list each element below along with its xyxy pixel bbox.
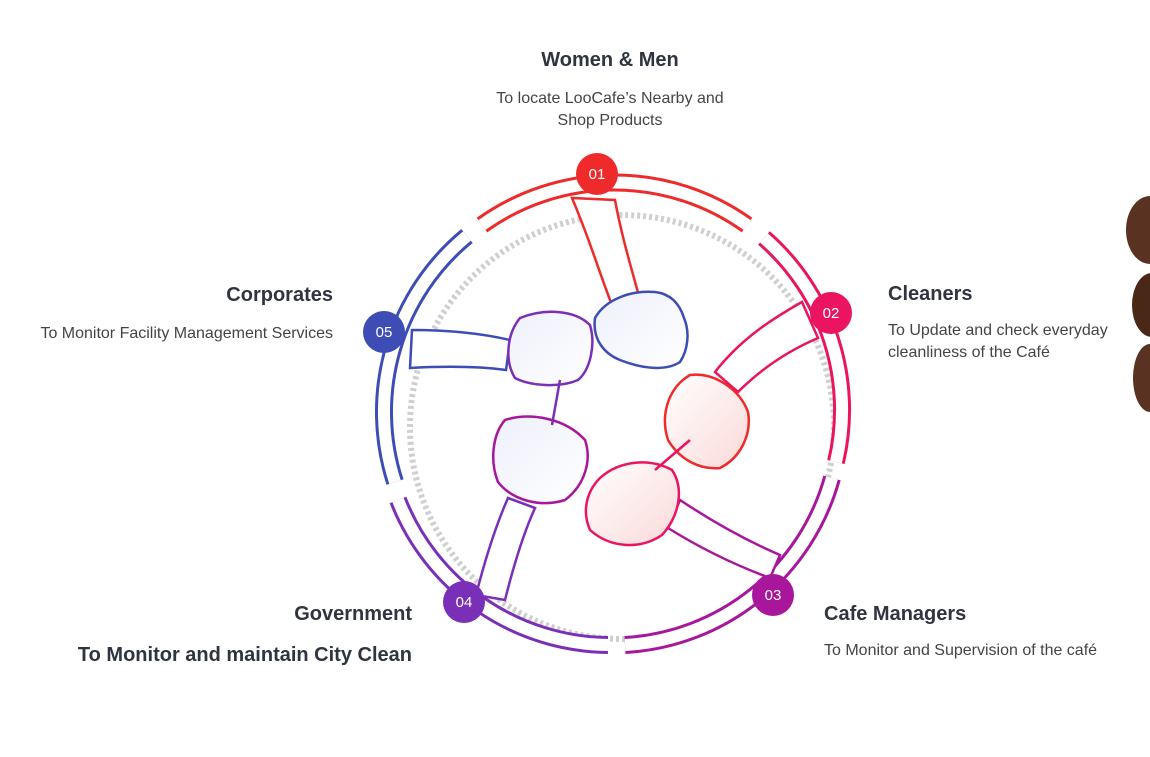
stakeholder-description: To Monitor and maintain City Clean [77,644,412,666]
stakeholder-description: To locate LooCafe’s Nearby and Shop Prod… [496,90,724,129]
fist-violet [492,415,589,505]
stakeholder-government: Government To Monitor and maintain City … [30,601,412,669]
badge-01: 01 [576,153,618,195]
stakeholder-title: Cafe Managers [824,603,967,625]
arm-03 [666,498,782,580]
stakeholder-cleaners: Cleaners To Update and check everyday cl… [888,281,1148,363]
badge-number-02: 02 [823,305,840,322]
badge-05: 05 [363,311,405,353]
arm-02 [713,300,820,394]
stakeholder-title: Government [294,603,412,625]
badge-02: 02 [810,292,852,334]
joined-fists [492,290,751,547]
stakeholder-title: Cleaners [888,283,973,305]
stakeholder-description: To Monitor and Supervision of the café [824,642,1098,659]
stakeholder-cafe-managers: Cafe Managers To Monitor and Supervision… [824,601,1114,662]
wrist-link-1 [550,379,562,426]
fist-pink [584,461,680,547]
stakeholder-corporates: Corporates To Monitor Facility Managemen… [0,282,333,345]
fist-blue [593,290,689,370]
badge-number-03: 03 [765,587,782,604]
wrist-link-2 [654,439,691,471]
badge-04: 04 [443,581,485,623]
arm-01 [570,196,642,307]
stakeholder-description: To Monitor Facility Management Services [40,325,333,342]
arm-04 [474,496,537,602]
badge-number-01: 01 [589,166,606,183]
arm-05 [408,328,512,372]
badge-number-05: 05 [376,324,393,341]
stakeholder-title: Women & Men [541,49,679,71]
stakeholder-description: To Update and check everyday cleanliness… [888,322,1108,361]
hand-illustration-edge [1126,196,1150,412]
stakeholder-women-men: Women & Men To locate LooCafe’s Nearby a… [470,47,750,131]
badge-number-04: 04 [456,594,473,611]
stakeholder-title: Corporates [226,284,333,306]
fist-purple-top [507,310,594,387]
badge-03: 03 [752,574,794,616]
